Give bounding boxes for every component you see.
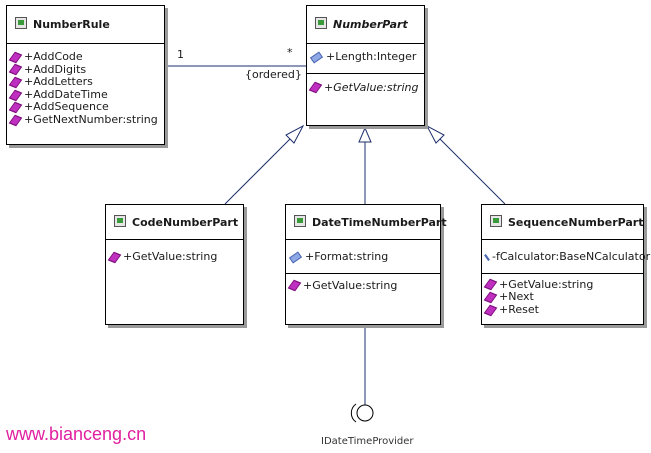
class-icon <box>114 214 126 230</box>
class-sequence-number-part[interactable]: SequenceNumberPart -fCalculator:BaseNCal… <box>481 204 650 325</box>
attributes-compartment: +Format:string <box>286 240 440 274</box>
attribute-row[interactable]: -fCalculator:BaseNCalculator <box>484 250 650 264</box>
attribute-icon <box>309 51 324 64</box>
operation-row[interactable]: +AddCode <box>8 50 164 64</box>
class-name: DateTimeNumberPart <box>312 215 447 229</box>
operation-icon <box>8 64 23 76</box>
class-header: NumberRule <box>7 6 164 44</box>
class-icon <box>490 214 502 230</box>
operation-row[interactable]: +GetValue:string <box>483 278 643 292</box>
operations-compartment: +GetValue:string +Next +Reset <box>482 274 643 320</box>
operation-icon <box>8 51 23 64</box>
operation-icon <box>8 114 23 127</box>
generalization-sequence <box>439 138 506 205</box>
interface-socket <box>350 403 357 423</box>
operation-icon <box>287 280 302 292</box>
operation-icon <box>107 251 122 264</box>
interface-label: IDateTimeProvider <box>321 436 414 447</box>
operations-compartment: +GetValue:string <box>307 74 424 98</box>
class-icon <box>315 17 327 32</box>
class-datetime-number-part[interactable]: DateTimeNumberPart +Format:string +GetVa… <box>285 204 447 325</box>
operation-icon <box>483 279 498 291</box>
class-header: CodeNumberPart <box>106 205 243 240</box>
operation-row[interactable]: +GetValue:string <box>308 81 424 95</box>
class-header: NumberPart <box>307 6 424 44</box>
operation-icon <box>8 101 23 114</box>
class-icon <box>294 214 306 230</box>
operations-compartment: +AddCode +AddDigits +AddLetters +AddDate… <box>7 44 164 130</box>
generalization-code-arrow <box>285 124 305 144</box>
source-multiplicity: 1 <box>177 48 184 61</box>
class-name: NumberPart <box>333 18 408 31</box>
class-number-rule[interactable]: NumberRule +AddCode +AddDigits +AddLette… <box>6 5 165 145</box>
operations-compartment: +GetValue:string <box>286 274 440 296</box>
class-header: DateTimeNumberPart <box>286 205 447 240</box>
operation-row[interactable]: +Reset <box>483 303 643 317</box>
class-name: NumberRule <box>33 18 110 31</box>
watermark: www.bianceng.cn <box>6 424 147 444</box>
interface-circle <box>356 404 374 422</box>
class-header: SequenceNumberPart <box>482 205 644 240</box>
class-code-number-part[interactable]: CodeNumberPart +GetValue:string <box>105 204 244 325</box>
operation-icon <box>8 76 23 89</box>
attribute-row[interactable]: +Format:string <box>288 250 440 264</box>
attribute-row[interactable]: +Length:Integer <box>309 50 424 64</box>
operation-icon <box>483 304 498 316</box>
class-icon <box>15 17 27 32</box>
attributes-compartment: +Length:Integer <box>307 44 424 74</box>
attribute-icon <box>288 251 303 264</box>
operation-row[interactable]: +Next <box>483 291 643 304</box>
generalization-sequence-arrow <box>425 124 445 144</box>
target-multiplicity: * <box>287 46 293 59</box>
operation-row[interactable]: +GetValue:string <box>107 250 243 264</box>
operation-row[interactable]: +AddSequence <box>8 101 164 114</box>
operation-icon <box>483 291 498 304</box>
class-name: SequenceNumberPart <box>508 215 644 229</box>
operations-compartment: +GetValue:string <box>106 240 243 267</box>
operation-row[interactable]: +AddDigits <box>8 63 164 77</box>
operation-row[interactable]: +GetValue:string <box>287 279 440 293</box>
attributes-compartment: -fCalculator:BaseNCalculator <box>482 240 650 274</box>
operation-icon <box>8 89 23 101</box>
class-name: CodeNumberPart <box>132 215 239 229</box>
operation-row[interactable]: +GetNextNumber:string <box>8 113 164 127</box>
class-number-part[interactable]: NumberPart +Length:Integer +GetValue:str… <box>306 5 425 126</box>
attribute-icon <box>484 253 490 261</box>
association-constraint: {ordered} <box>245 68 302 81</box>
generalization-code <box>224 138 291 205</box>
operation-row[interactable]: +AddDateTime <box>8 88 164 102</box>
operation-icon <box>308 82 323 94</box>
generalization-datetime-arrow <box>358 126 372 143</box>
operation-row[interactable]: +AddLetters <box>8 76 164 89</box>
